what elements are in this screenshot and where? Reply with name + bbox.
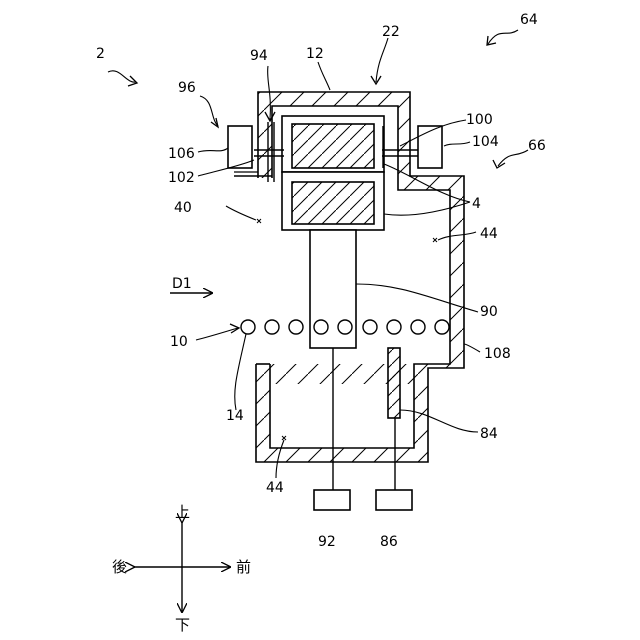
label-40: 40 (174, 200, 192, 216)
label-86: 86 (380, 534, 398, 550)
direction-up: 上 (175, 503, 190, 521)
substrate-row (241, 320, 449, 334)
label-108: 108 (484, 346, 511, 362)
direction-down: 下 (175, 616, 190, 634)
label-d1: D1 (172, 276, 192, 292)
direction-indicator (134, 522, 230, 612)
label-14: 14 (226, 408, 244, 424)
label-84: 84 (480, 426, 498, 442)
label-94: 94 (250, 48, 268, 64)
direction-front: 前 (236, 558, 251, 576)
label-4: 4 (472, 196, 481, 212)
direction-back: 後 (112, 558, 127, 576)
label-64: 64 (520, 12, 538, 28)
label-12: 12 (306, 46, 324, 62)
label-66: 66 (528, 138, 546, 154)
label-2: 2 (96, 46, 105, 62)
label-96: 96 (178, 80, 196, 96)
label-44-lower: 44 (266, 480, 284, 496)
label-92: 92 (318, 534, 336, 550)
label-102: 102 (168, 170, 195, 186)
label-106: 106 (168, 146, 195, 162)
label-22: 22 (382, 24, 400, 40)
label-10: 10 (170, 334, 188, 350)
label-104: 104 (472, 134, 499, 150)
label-100: 100 (466, 112, 493, 128)
container-units (282, 116, 384, 230)
label-44-upper: 44 (480, 226, 498, 242)
label-90: 90 (480, 304, 498, 320)
